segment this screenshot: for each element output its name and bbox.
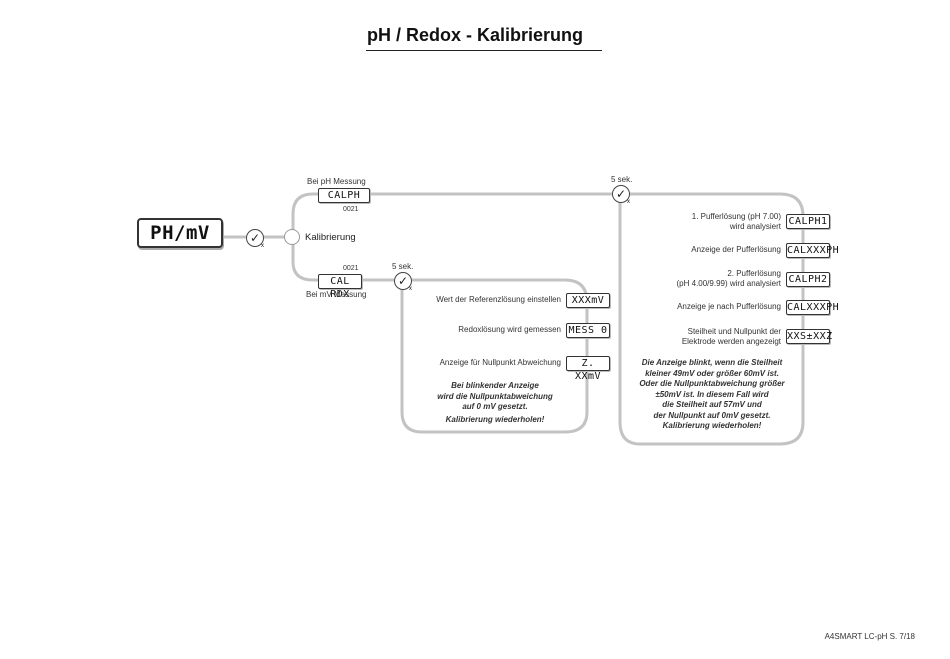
- ph-step-label: Anzeige der Pufferlösung: [691, 245, 781, 254]
- mv-step-display: MESS 0: [566, 323, 610, 338]
- check-circle-icon: ✓x: [394, 272, 412, 292]
- ph-step-label: 2. Pufferlösung(pH 4.00/9.99) wird analy…: [676, 269, 782, 288]
- ph-step-display: CALXXXPH: [786, 243, 840, 258]
- mv-branch-caption: Bei mV Messung: [306, 290, 367, 299]
- mv-step-label: Redoxlösung wird gemessen: [458, 325, 561, 334]
- ph-branch-caption: Bei pH Messung: [307, 177, 366, 186]
- node-label: Kalibrierung: [305, 232, 356, 243]
- ph-branch-code: 0021: [343, 206, 359, 213]
- ph-branch-timer: 5 sek.: [611, 175, 633, 184]
- connector-ph-branch: [291, 192, 805, 446]
- page-title: pH / Redox - Kalibrierung: [366, 25, 584, 45]
- ph-step-display: CALXXXPH: [786, 300, 840, 315]
- mv-step-display: Z. XXmV: [566, 356, 610, 382]
- ph-step-label: Anzeige je nach Pufferlösung: [677, 302, 781, 311]
- mv-repeat-note: Kalibrierung wiederholen!: [445, 415, 545, 424]
- mv-step-label: Wert der Referenzlösung einstellen: [436, 295, 561, 304]
- ph-note: Die Anzeige blinkt, wenn die Steilheit k…: [639, 358, 785, 420]
- check-circle-icon: ✓x: [612, 185, 630, 205]
- page-footer: A4SMART LC-pH S. 7/18: [824, 632, 915, 641]
- ph-repeat-note: Kalibrierung wiederholen!: [662, 421, 762, 430]
- ph-step-label: 1. Pufferlösung (pH 7.00)wird analysiert: [691, 212, 781, 231]
- title-underline: [366, 50, 602, 51]
- mv-note: Bei blinkender Anzeige wird die Nullpunk…: [437, 381, 553, 411]
- ph-step-display: CALPH2: [786, 272, 830, 287]
- check-circle-icon: ✓x: [246, 229, 264, 249]
- mv-step-label: Anzeige für Nullpunkt Abweichung: [439, 358, 561, 367]
- mv-branch-display: CAL RDX: [318, 274, 362, 300]
- main-display-ph-mv: PH/mV: [137, 218, 223, 248]
- mv-branch-timer: 5 sek.: [392, 262, 414, 271]
- mv-step-display: XXXmV: [566, 293, 610, 308]
- branch-node: [284, 229, 300, 245]
- ph-step-display: XXS±XXZ: [786, 329, 833, 344]
- ph-branch-display: CALPH: [318, 188, 370, 203]
- mv-branch-code: 0021: [343, 265, 359, 272]
- ph-step-display: CALPH1: [786, 214, 830, 229]
